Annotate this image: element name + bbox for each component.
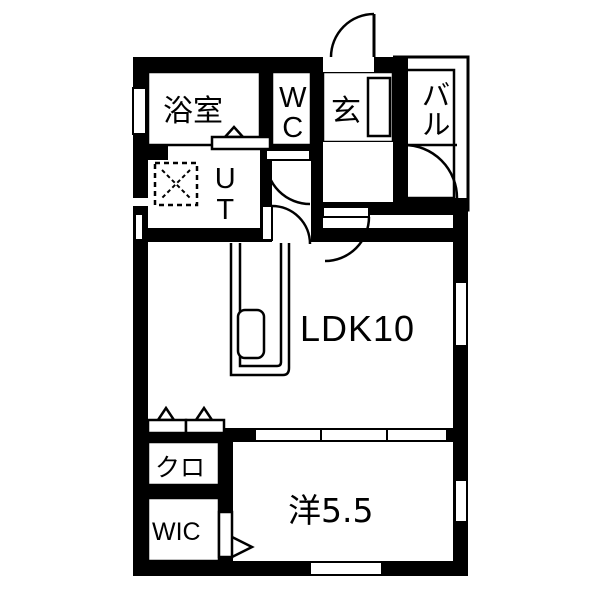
wall-left-break	[133, 198, 148, 206]
entrance-door-arc	[329, 12, 375, 58]
room-label-western: 洋5.5	[288, 491, 374, 530]
room-label-wic: WIC	[152, 518, 201, 546]
room-label-closet: クロ	[155, 453, 206, 482]
ldk-door-leaf	[322, 206, 370, 218]
wall-genkan-right	[311, 155, 323, 240]
wall-bath-bottom-left	[148, 145, 168, 160]
room-label-toilet: WC	[276, 82, 309, 148]
window-left-bath	[132, 87, 147, 135]
window-right-western	[454, 479, 468, 523]
room-closet-interior	[146, 440, 221, 487]
ut-door-leaf	[261, 205, 273, 241]
entry-hall	[323, 142, 393, 202]
wall-hall-bottom	[311, 228, 453, 242]
bath-door-leaf	[210, 135, 272, 151]
entrance-door-opening	[323, 57, 374, 72]
kitchen-sink-basin	[236, 308, 266, 360]
closet-door-panel-left	[146, 418, 188, 435]
window-bottom-western	[309, 561, 383, 576]
toilet-text: WC	[276, 82, 309, 142]
doors-group	[146, 12, 459, 559]
wall-bath-wc-divider	[260, 72, 272, 147]
room-bath-interior	[146, 70, 262, 147]
wall-ut-bottom	[133, 228, 272, 242]
wic-door-arrow	[231, 535, 255, 559]
room-label-bathroom: 浴室	[163, 94, 223, 129]
windows-group	[132, 87, 468, 576]
room-western-interior	[233, 442, 453, 561]
room-label-ldk: LDK10	[300, 308, 416, 349]
room-wc-interior	[270, 70, 313, 147]
room-label-entrance: 玄	[331, 94, 361, 129]
closet-door-panel-right	[184, 418, 226, 435]
balcony-top-open	[393, 57, 468, 72]
ut-door-arc	[271, 204, 312, 245]
wall-closet-wic-divider	[133, 485, 233, 498]
partition-panel-2	[320, 428, 388, 442]
wall-wc-genkan-divider	[311, 72, 323, 162]
partition-panel-3	[386, 428, 448, 442]
wc-door-arc	[264, 159, 311, 206]
room-fills	[146, 70, 453, 563]
wc-door-leaf	[265, 149, 311, 161]
room-wic-interior	[146, 496, 221, 563]
washing-machine-pan	[153, 161, 199, 207]
window-left-ut	[134, 213, 144, 241]
utility-text: UT	[209, 163, 242, 225]
room-label-balcony: バル	[417, 80, 451, 138]
wic-door-leaf	[217, 510, 234, 559]
window-right-ldk-upper	[454, 281, 468, 347]
shoe-cabinet	[366, 76, 392, 138]
room-label-utility: UT	[209, 163, 242, 230]
exterior-wall-top-left	[133, 57, 323, 72]
interior-wall-balcony-left	[393, 57, 408, 210]
exterior-wall-top-mid	[374, 57, 393, 72]
ldk-door-arc	[324, 216, 371, 263]
fixtures-group	[153, 161, 291, 377]
room-ldk-interior	[148, 242, 453, 428]
exterior-wall-bottom	[133, 561, 468, 576]
partition-panel-1	[254, 428, 322, 442]
